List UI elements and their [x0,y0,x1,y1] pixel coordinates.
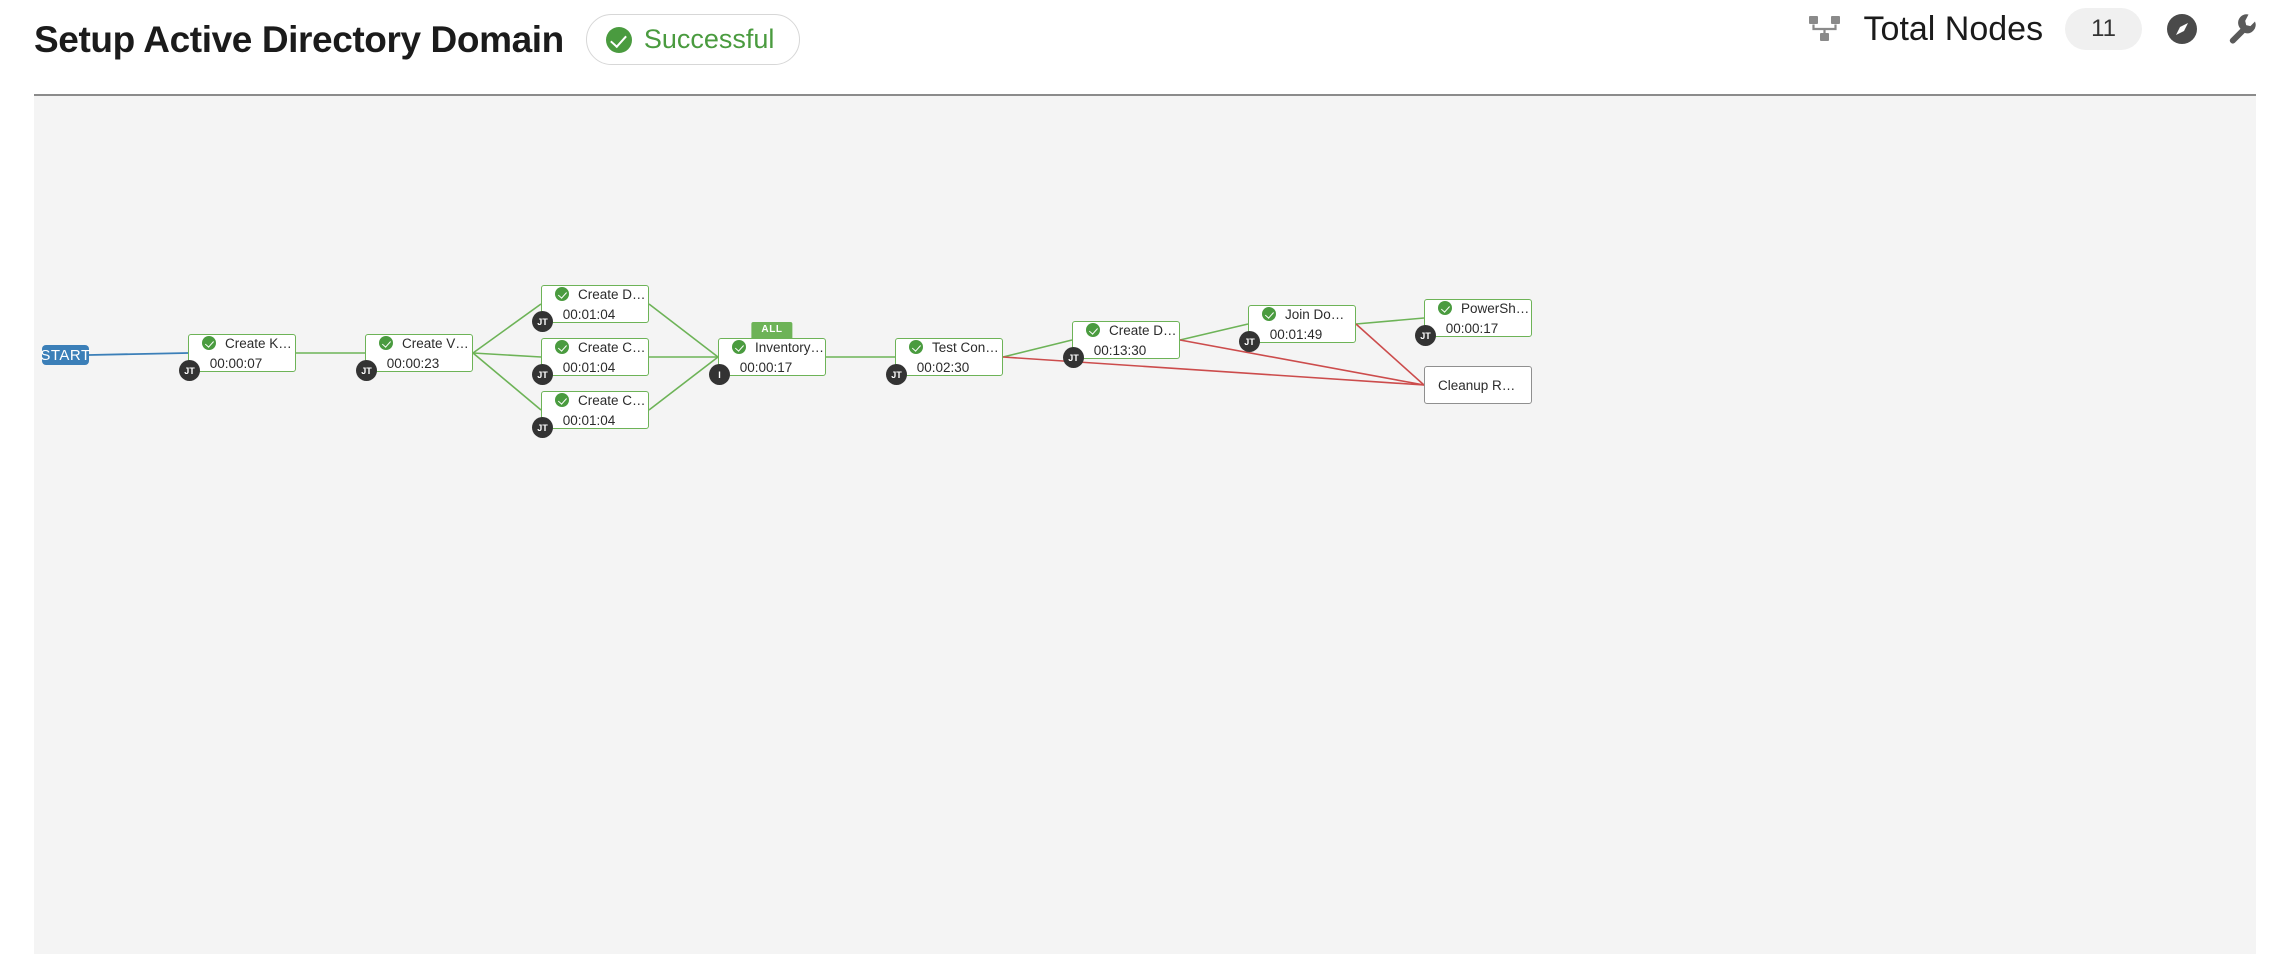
node-header: Test Connectivity [896,340,1002,355]
node-type-badge[interactable]: JT [1415,325,1436,346]
workflow-node-dc[interactable]: Create Domain Contr... 00:01:04 JT [532,285,649,332]
node-title: Create Keypair [225,335,295,351]
node-header: Inventory Sync [719,340,825,355]
header-right-controls: Total Nodes 11 [1808,8,2260,50]
edge-vpc-to-comp2 [472,352,542,411]
workflow-edges [88,303,1425,411]
node-header: Create Computer (1) [542,340,648,355]
workflow-node-joindom[interactable]: Join Domain 00:01:49 JT [1239,305,1356,352]
edge-createdom-to-cleanup [1179,339,1425,386]
node-type-badge[interactable]: JT [532,364,553,385]
node-header: Create Keypair [189,336,295,351]
edge-dc-to-inventory [648,303,719,358]
node-success-check-icon [909,340,923,354]
header-divider [34,94,2256,96]
node-title: Create VPC [402,335,472,351]
workflow-node-comp1[interactable]: Create Computer (1) 00:01:04 JT [532,338,649,385]
node-type-badge[interactable]: JT [532,311,553,332]
node-title: Join Domain [1285,306,1355,322]
node-type-badge[interactable]: JT [886,364,907,385]
node-success-check-icon [1438,301,1452,315]
compass-icon[interactable] [2164,11,2200,47]
node-success-check-icon [555,340,569,354]
total-nodes-label: Total Nodes [1863,9,2044,48]
workflow-node-createdom[interactable]: Create Domain 00:13:30 JT [1063,321,1180,368]
node-duration: 00:13:30 [1093,342,1147,358]
node-duration: 00:01:04 [562,412,616,428]
node-duration: 00:01:04 [562,359,616,375]
node-title: Create Computer (2) [578,392,648,408]
edge-vpc-to-comp1 [472,352,542,358]
node-tag-all: ALL [751,322,793,338]
sitemap-icon[interactable] [1808,15,1842,43]
node-title: Create Computer (1) [578,339,648,355]
workflow-node-comp2[interactable]: Create Computer (2) 00:01:04 JT [532,391,649,438]
node-header: Create Computer (2) [542,393,648,408]
node-duration: 00:00:23 [386,355,440,371]
check-circle-icon [605,26,632,53]
node-header: Create Domain [1073,323,1179,338]
total-nodes-count: 11 [2065,8,2142,50]
node-success-check-icon [379,336,393,350]
status-badge-label: Successful [643,24,775,54]
start-node[interactable]: START [40,345,91,365]
node-success-check-icon [202,336,216,350]
node-header: PowerShell Validation [1425,301,1531,316]
status-badge: Successful [585,14,801,65]
node-title: Test Connectivity [932,339,1002,355]
node-title: PowerShell Validation [1461,300,1531,316]
node-type-badge[interactable]: I [709,364,730,385]
node-type-badge[interactable]: JT [532,417,553,438]
node-duration: 00:00:17 [1445,320,1499,336]
workflow-node-psval[interactable]: PowerShell Validation 00:00:17 JT [1415,299,1532,346]
node-duration: 00:00:07 [209,355,263,371]
node-success-check-icon [1262,307,1276,321]
node-type-badge[interactable]: JT [1239,331,1260,352]
node-duration: 00:00:17 [739,359,793,375]
node-header: Create Domain Contr... [542,287,648,302]
node-header: Cleanup Resources [1425,378,1531,393]
node-success-check-icon [1086,323,1100,337]
edge-vpc-to-dc [472,303,542,354]
workflow-node-keypair[interactable]: Create Keypair 00:00:07 JT [179,334,296,381]
node-title: Cleanup Resources [1438,377,1531,393]
node-success-check-icon [555,287,569,301]
node-success-check-icon [555,393,569,407]
node-duration: 00:02:30 [916,359,970,375]
node-title: Create Domain Contr... [578,286,648,302]
edge-joindom-to-psval [1355,317,1425,325]
node-type-badge[interactable]: JT [356,360,377,381]
workflow-node-cleanup[interactable]: Cleanup Resources [1424,366,1532,404]
node-type-badge[interactable]: JT [179,360,200,381]
page-title: Setup Active Directory Domain [34,18,564,60]
node-duration: 00:01:04 [562,306,616,322]
workflow-node-testconn[interactable]: Test Connectivity 00:02:30 JT [886,338,1003,385]
node-header: Join Domain [1249,307,1355,322]
node-success-check-icon [732,340,746,354]
node-type-badge[interactable]: JT [1063,347,1084,368]
node-title: Inventory Sync [755,339,825,355]
edge-createdom-to-joindom [1179,323,1249,341]
edge-comp2-to-inventory [648,356,719,411]
workflow-node-vpc[interactable]: Create VPC 00:00:23 JT [356,334,473,381]
edge-start-to-keypair [88,352,189,356]
node-duration: 00:01:49 [1269,326,1323,342]
node-title: Create Domain [1109,322,1179,338]
edge-joindom-to-cleanup [1355,323,1425,386]
title-group: Setup Active Directory Domain Successful [34,14,801,65]
node-header: Create VPC [366,336,472,351]
page-header: Setup Active Directory Domain Successful… [0,0,2290,96]
edge-testconn-to-createdom [1002,339,1073,358]
wrench-icon[interactable] [2222,10,2260,48]
